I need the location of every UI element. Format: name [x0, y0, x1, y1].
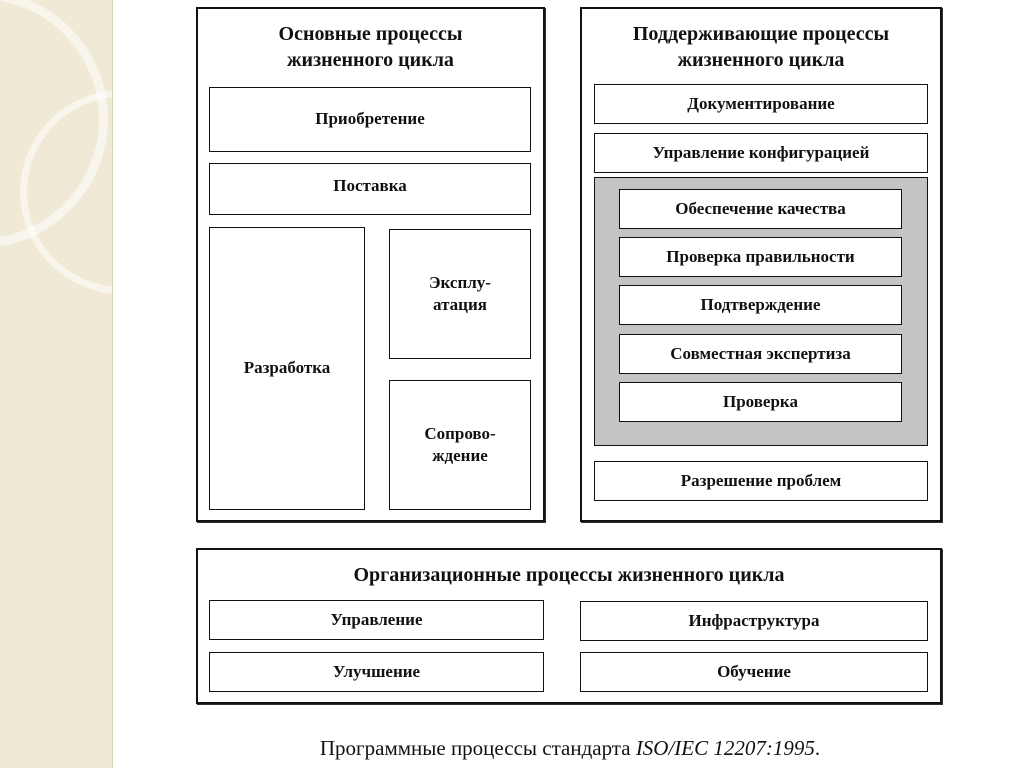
process-infrastructure: Инфраструктура [580, 601, 928, 641]
process-validation: Подтверждение [619, 285, 902, 325]
decorative-sidebar [0, 0, 113, 768]
process-quality-assurance: Обеспечение качества [619, 189, 902, 229]
caption-suffix: . [814, 736, 821, 760]
process-improvement: Улучшение [209, 652, 544, 692]
process-training: Обучение [580, 652, 928, 692]
process-development: Разработка [209, 227, 365, 510]
organizational-processes-title: Организационные процессы жизненного цикл… [353, 564, 785, 586]
process-joint-review: Совместная экспертиза [619, 334, 902, 374]
process-documentation: Документирование [594, 84, 928, 124]
process-maintenance: Сопрово- ждение [389, 380, 531, 510]
supporting-processes-title: Поддерживающие процессы жизненного цикла [632, 23, 890, 71]
process-verification: Проверка правильности [619, 237, 902, 277]
figure-caption: Программные процессы стандарта ISO/IEC 1… [200, 736, 940, 761]
process-acquisition: Приобретение [209, 87, 531, 152]
caption-standard: ISO/IEC 12207:1995 [635, 736, 815, 760]
caption-prefix: Программные процессы стандарта [319, 736, 636, 760]
process-operation: Эксплу- атация [389, 229, 531, 359]
process-management: Управление [209, 600, 544, 640]
process-supply: Поставка [209, 163, 531, 215]
process-problem-resolution: Разрешение проблем [594, 461, 928, 501]
primary-processes-title: Основные процессы жизненного цикла [278, 23, 463, 71]
process-configuration: Управление конфигурацией [594, 133, 928, 173]
process-audit: Проверка [619, 382, 902, 422]
